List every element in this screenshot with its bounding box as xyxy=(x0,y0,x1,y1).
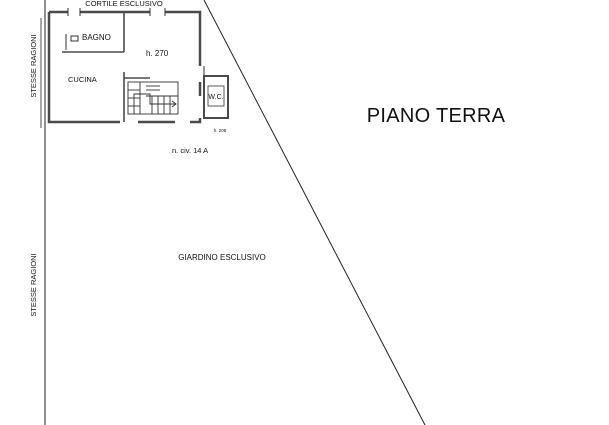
bathroom-door-mark xyxy=(70,35,79,42)
bathroom-label: BAGNO xyxy=(82,33,111,42)
building-outline xyxy=(47,10,202,124)
boundary-label-lower: STESSE RAGIONI xyxy=(29,253,38,316)
height-note: h. 270 xyxy=(146,49,169,58)
wc-annex xyxy=(203,66,229,119)
wc-height-note: h. 205 xyxy=(214,128,227,133)
staircase xyxy=(127,81,179,115)
floor-title: PIANO TERRA xyxy=(367,105,506,127)
boundary-label-upper: STESSE RAGIONI xyxy=(29,34,38,97)
civic-number: n. civ. 14 A xyxy=(172,146,208,155)
diagonal-boundary-line xyxy=(203,0,426,425)
interior-partitions xyxy=(62,12,150,122)
courtyard-label: CORTILE ESCLUSIVO xyxy=(85,0,163,8)
top-wall-jambs xyxy=(67,8,166,16)
garden-label: GIARDINO ESCLUSIVO xyxy=(178,253,266,262)
kitchen-label: CUCINA xyxy=(68,75,97,84)
wc-label: W.C. xyxy=(208,94,223,101)
